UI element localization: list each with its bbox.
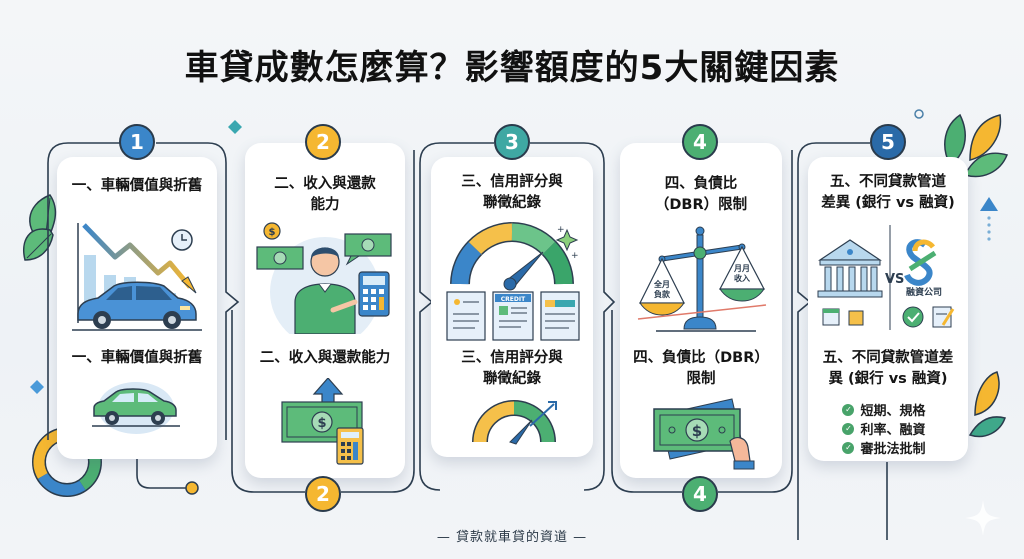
vs-label: VS [885,272,904,287]
factor-title-top-5: 五、不同貸款管道 差異 (銀行 vs 融資) [821,174,955,211]
finance-company-label: 融資公司 [906,286,942,298]
diamond-sparkle-icon [30,380,44,394]
person-cash-calculator-icon: $ [256,222,392,334]
svg-text:+: + [571,251,579,261]
factor-title-top-3: 三、信用評分與 聯徵紀錄 [461,174,563,211]
gauge-arrow-icon [472,400,557,445]
step-badge-3: 3 [494,124,530,160]
factor-title-top-1: 一、車輛價值與折舊 [71,178,203,194]
diamond-sparkle-icon [228,120,242,134]
leaves-bottom-right-icon [968,371,1006,438]
svg-text:+: + [557,225,565,235]
factor-title-bottom-3: 三、信用評分與 聯徵紀錄 [461,350,563,387]
scale-right-label: 月月收入 [733,264,750,283]
check-icon: ✓ [842,422,855,435]
step-badge-1: 1 [119,124,155,160]
checklist-item: ✓利率、融資 [800,419,968,438]
factor-title-bottom-5: 五、不同貸款管道差 異 (銀行 vs 融資) [822,350,954,387]
page-title: 車貸成數怎麼算？影響額度的5大關鍵因素 [184,48,840,88]
footer-caption: — 貸款就車貸的資道 — [436,530,588,545]
checklist-item: ✓短期、規格 [800,400,968,419]
factor-title-bottom-2: 二、收入與還款能力 [259,350,391,366]
svg-text:$: $ [692,422,702,440]
balance-scale-icon: 全月負款 月月收入 [637,226,767,332]
cash-stack-calculator-icon: $ [281,378,364,465]
factor-title-bottom-4: 四、負債比（DBR） 限制 [633,350,769,387]
step-badge-4-bottom: 4 [682,476,718,512]
leaves-right-icon [944,113,1009,178]
factor-title-top-2: 二、收入與還款 能力 [274,176,376,213]
cash-hand-icon: $ [653,398,755,470]
checklist-item: ✓審批法批制 [800,438,968,457]
step-badge-2: 2 [305,124,341,160]
leaf-left-icon [23,194,57,261]
checklist: ✓短期、規格 ✓利率、融資 ✓審批法批制 [808,400,968,457]
sparkle-star-icon [965,500,1001,536]
factor-title-bottom-1: 一、車輛價值與折舊 [71,350,203,366]
credit-gauge-icon: + + CREDIT [446,222,580,341]
credit-label: CREDIT [501,296,526,303]
factor-title-top-4: 四、負債比 （DBR）限制 [654,176,748,213]
blue-car-icon [72,281,202,331]
scale-left-label: 全月負款 [653,279,671,299]
bank-vs-finance-icon: VS 融資公司 [817,225,955,330]
svg-text:$: $ [317,416,326,431]
circle-outline-icon [914,109,924,119]
check-icon: ✓ [842,441,855,454]
step-badge-4: 4 [682,124,718,160]
svg-text:$: $ [269,227,276,238]
check-icon: ✓ [842,403,855,416]
green-car-icon [92,382,180,434]
up-triangle-icon [980,197,998,241]
step-badge-5: 5 [870,124,906,160]
step-badge-2-bottom: 2 [305,476,341,512]
